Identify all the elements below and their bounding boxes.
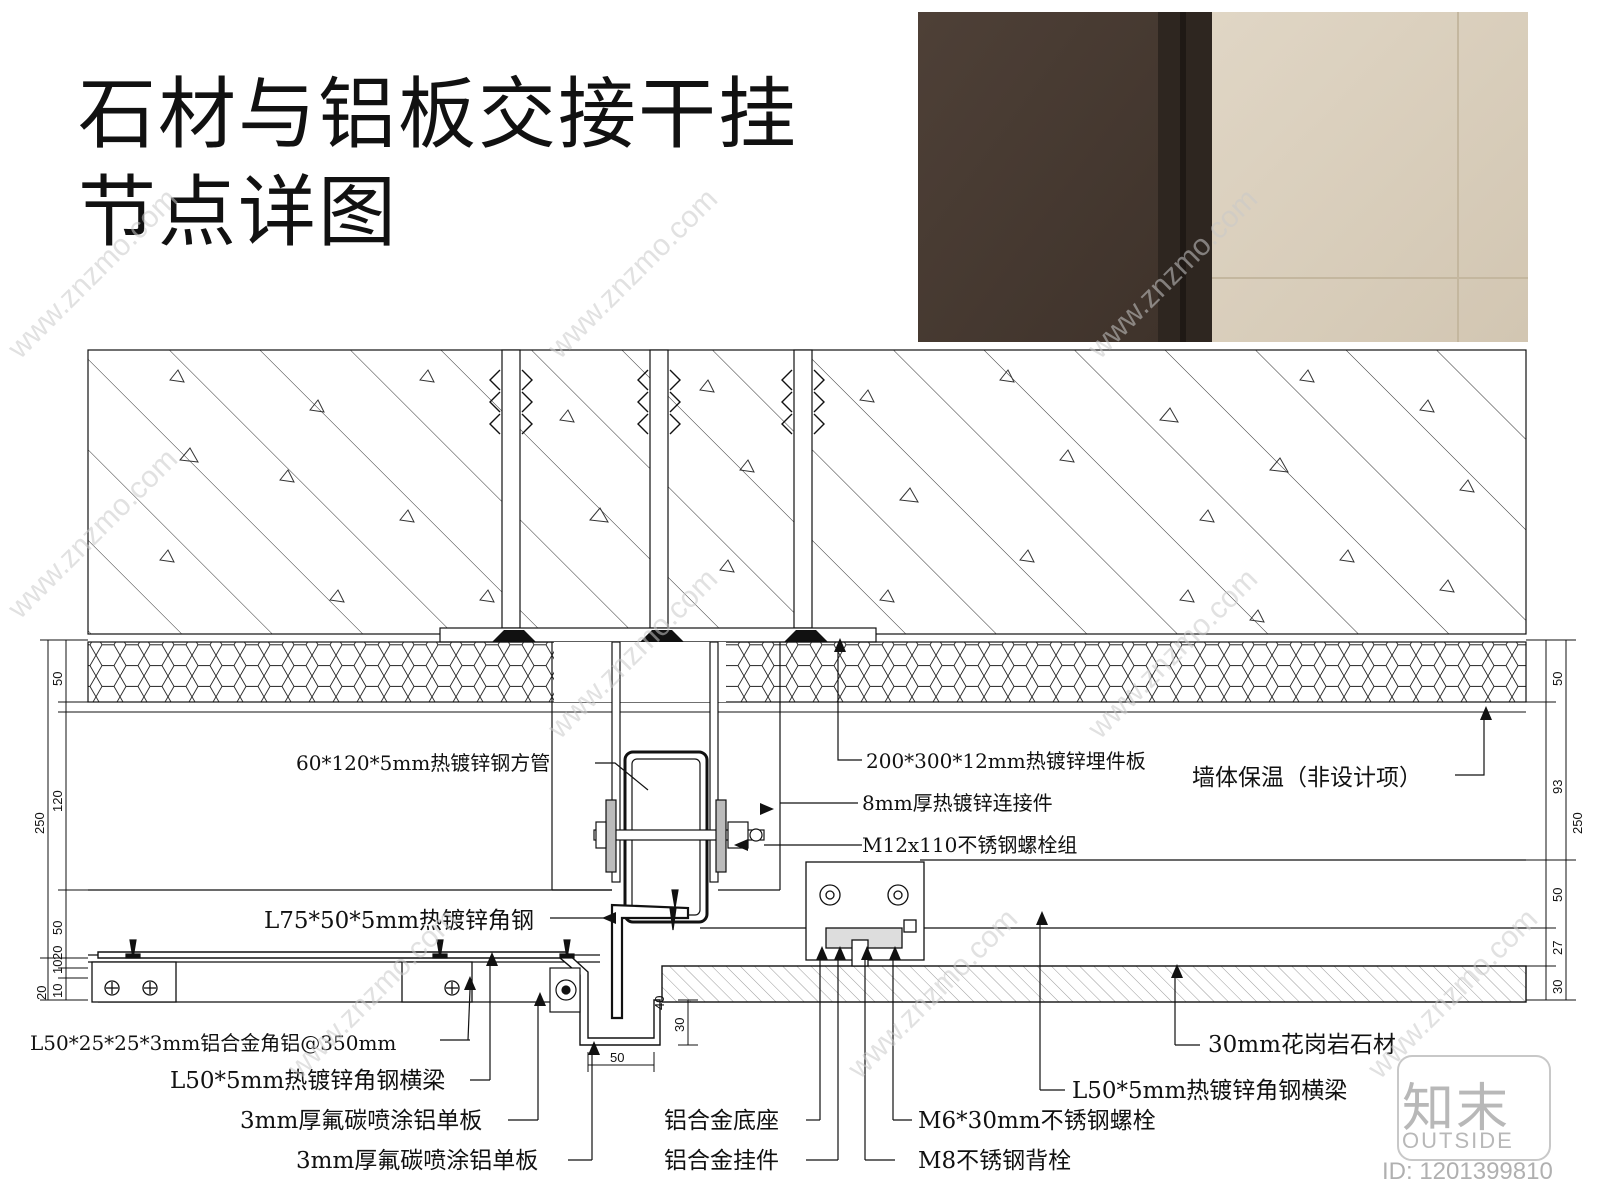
joint-edge	[1180, 12, 1186, 342]
dim-bottom-30: 30	[672, 1018, 687, 1032]
dimension-lines-right	[1526, 639, 1576, 1001]
label-steel-beam-right: L50*5mm热镀锌角钢横梁	[1072, 1078, 1347, 1104]
alu-base-hanger	[805, 861, 925, 967]
dim-left-20b: 20	[50, 946, 65, 960]
dim-right-27: 27	[1550, 941, 1565, 955]
label-alu-panel-2: 3mm厚氟碳喷涂铝单板	[296, 1148, 538, 1174]
alu-angle-brackets	[91, 961, 473, 1003]
granite-slab	[661, 965, 1527, 1003]
watermark-2: www.znzmo.com	[541, 182, 724, 365]
label-m8-bolt: M8不锈钢背栓	[918, 1148, 1071, 1174]
anchor-bars	[501, 349, 813, 629]
dim-bottom-50: 50	[610, 1050, 624, 1065]
label-embedded-plate: 200*300*12mm热镀锌埋件板	[866, 749, 1146, 773]
logo-text: 知末	[1402, 1079, 1511, 1139]
leader-arrows	[464, 638, 1492, 1055]
dim-left-250: 250	[32, 812, 47, 834]
dimension-lines-bottom	[587, 999, 698, 1072]
watermark-3: www.znzmo.com	[1081, 182, 1264, 365]
label-m6-bolt: M6*30mm不锈钢螺栓	[918, 1108, 1156, 1134]
connector-plates	[551, 641, 781, 891]
logo-subtext: OUTSIDE	[1402, 1128, 1514, 1153]
watermark-1: www.znzmo.com	[1, 182, 184, 365]
label-granite: 30mm花岗岩石材	[1208, 1032, 1396, 1058]
label-alu-angle: L50*25*25*3mm铝合金角铝@350mm	[30, 1031, 396, 1055]
dim-right-30: 30	[1550, 980, 1565, 994]
screws	[125, 889, 679, 959]
label-insulation: 墙体保温（非设计项）	[1192, 765, 1422, 791]
label-angle-steel: L75*50*5mm热镀锌角钢	[264, 908, 534, 934]
dim-left-50-mid: 50	[50, 921, 65, 935]
insulation-layer	[87, 641, 1527, 713]
label-steel-beam-left: L50*5mm热镀锌角钢横梁	[170, 1068, 445, 1094]
title-line-2: 节点详图	[78, 168, 399, 258]
label-alu-panel-1: 3mm厚氟碳喷涂铝单板	[240, 1108, 482, 1134]
title-line-1: 石材与铝板交接干挂	[78, 70, 799, 160]
stone-swatch	[918, 12, 1158, 342]
material-photo	[918, 12, 1528, 342]
dim-left-20: 20	[34, 986, 49, 1000]
bracket-bolt	[549, 967, 581, 1013]
label-alu-base: 铝合金底座	[664, 1108, 779, 1134]
logo-box	[1397, 1055, 1551, 1161]
dim-right-93: 93	[1550, 780, 1565, 794]
anchor-ribs	[489, 369, 825, 435]
dimension-lines-left	[40, 639, 88, 1001]
label-bolt-group: M12x110不锈钢螺栓组	[862, 833, 1077, 857]
label-steel-tube: 60*120*5mm热镀锌钢方管	[296, 751, 550, 775]
panel-swatch	[1212, 12, 1528, 342]
dim-left-10b: 10	[50, 984, 65, 998]
angle-steel	[610, 903, 690, 1020]
dim-left-120: 120	[50, 790, 65, 812]
dim-left-10a: 10	[50, 960, 65, 974]
dim-small-40: 40	[652, 996, 667, 1010]
label-alu-hanger: 铝合金挂件	[664, 1148, 779, 1174]
dim-left-50-top: 50	[50, 672, 65, 686]
dim-right-50-mid: 50	[1550, 888, 1565, 902]
image-id: ID: 1201399810	[1382, 1158, 1553, 1185]
dim-right-50-top: 50	[1550, 672, 1565, 686]
label-connector: 8mm厚热镀锌连接件	[862, 791, 1053, 815]
dim-right-250: 250	[1570, 812, 1585, 834]
weld-marks	[492, 630, 828, 642]
leader-lines	[467, 652, 1485, 1160]
